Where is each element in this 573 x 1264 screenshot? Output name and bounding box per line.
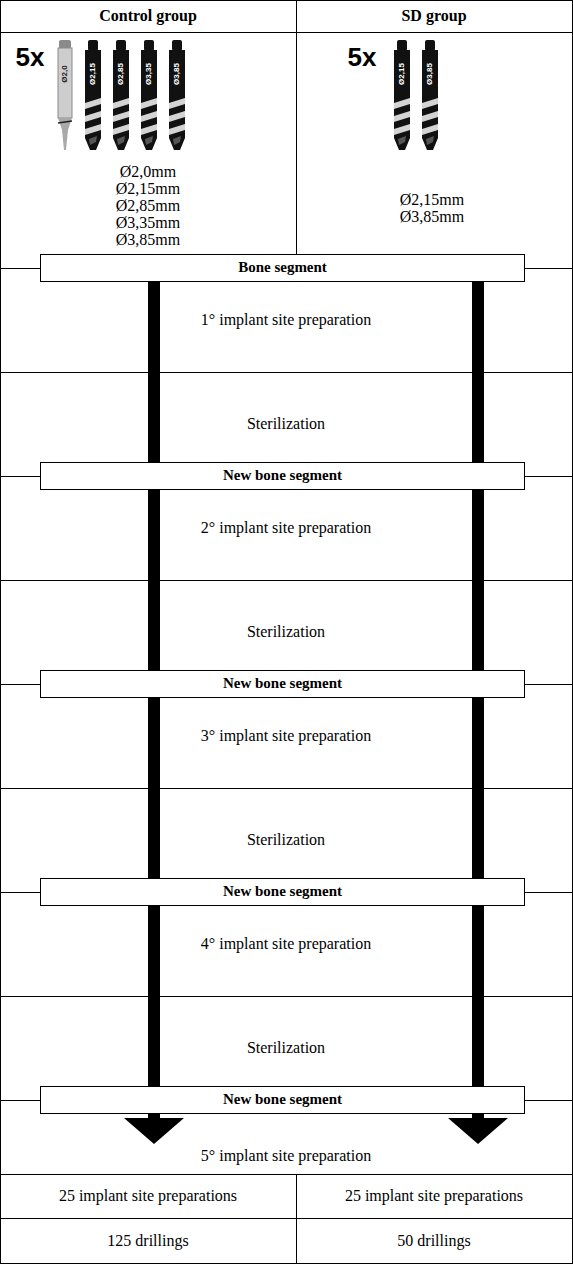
drill-marking: Ø3,85 [425, 63, 434, 85]
process-box: New bone segment [40, 878, 525, 906]
step-label: Sterilization [247, 831, 325, 849]
step-label: Sterilization [247, 415, 325, 433]
drill-diameter: Ø2,0mm [120, 163, 176, 181]
step-label: 4° implant site preparation [201, 935, 371, 953]
process-box: New bone segment [40, 462, 525, 490]
step-label: 3° implant site preparation [201, 727, 371, 745]
quantity-label: 5x [348, 43, 377, 73]
drill-diameter: Ø3,85mm [116, 231, 180, 249]
drill-marking: Ø2,15 [88, 63, 97, 85]
flow-bar [472, 698, 484, 878]
drill-diameter: Ø2,15mm [400, 191, 464, 209]
step-label: 1° implant site preparation [201, 311, 371, 329]
drill-marking: Ø3,85 [172, 63, 181, 85]
flow-bar [148, 906, 160, 1086]
step-label: 2° implant site preparation [201, 519, 371, 537]
column-header: SD group [401, 7, 466, 25]
flow-bar [148, 282, 160, 462]
step-label: 5° implant site preparation [201, 1147, 371, 1165]
box-label: New bone segment [223, 883, 342, 900]
arrow-head [124, 1112, 508, 1144]
drill-marking: Ø2,15 [397, 63, 406, 85]
table-cell: 25 implant site preparations [345, 1187, 523, 1205]
flow-bar [472, 906, 484, 1086]
flow-bar [148, 490, 160, 670]
box-label: New bone segment [223, 675, 342, 692]
drill-diameter: Ø2,15mm [116, 180, 180, 198]
table-cell: 125 drillings [107, 1232, 188, 1250]
table-cell: 25 implant site preparations [59, 1187, 237, 1205]
box-label: New bone segment [223, 467, 342, 484]
start-box: Bone segment [40, 254, 525, 282]
drill-marking: Ø3,35 [144, 63, 153, 85]
flow-bar [148, 698, 160, 878]
process-box: New bone segment [40, 1086, 525, 1114]
box-label: New bone segment [223, 1091, 342, 1108]
step-label: Sterilization [247, 1039, 325, 1057]
box-label: Bone segment [238, 259, 327, 276]
flow-bar [472, 490, 484, 670]
quantity-label: 5x [16, 43, 45, 73]
column-header: Control group [99, 7, 197, 25]
drill-diameter: Ø3,35mm [116, 214, 180, 232]
flow-bar [472, 282, 484, 462]
process-box: New bone segment [40, 670, 525, 698]
drill-diameter: Ø2,85mm [116, 197, 180, 215]
drill-marking: Ø2,0 [60, 65, 69, 82]
step-label: Sterilization [247, 623, 325, 641]
table-cell: 50 drillings [397, 1232, 470, 1250]
drill-marking: Ø2,85 [116, 63, 125, 85]
drill-diameter: Ø3,85mm [400, 208, 464, 226]
